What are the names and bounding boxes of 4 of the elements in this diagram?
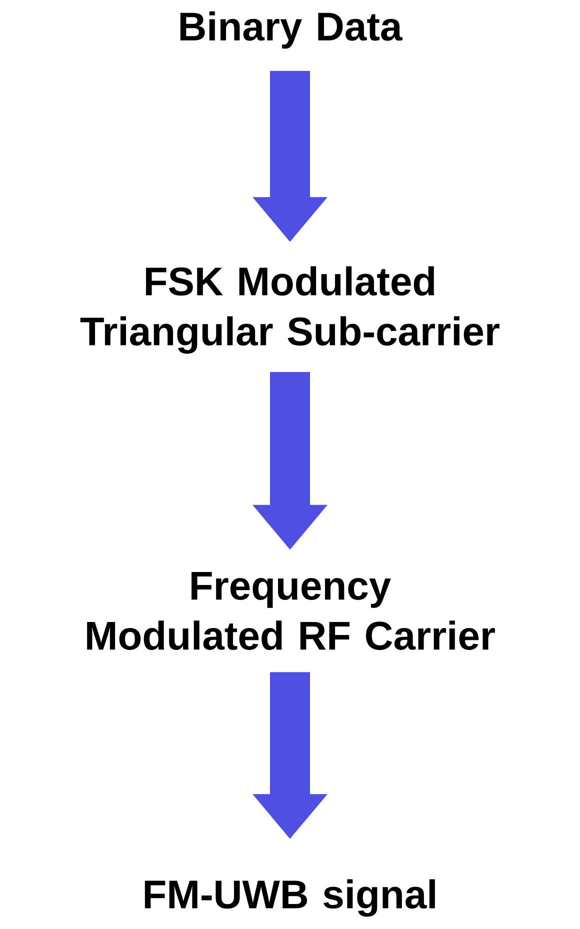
label-text: Binary Data bbox=[180, 11, 402, 49]
label-text: Frequency Modulated RF Carrier bbox=[87, 572, 495, 650]
label-text: FSK Modulated Triangular Sub-carrier bbox=[80, 266, 500, 354]
label-text: FM-UWB signal bbox=[144, 879, 435, 917]
